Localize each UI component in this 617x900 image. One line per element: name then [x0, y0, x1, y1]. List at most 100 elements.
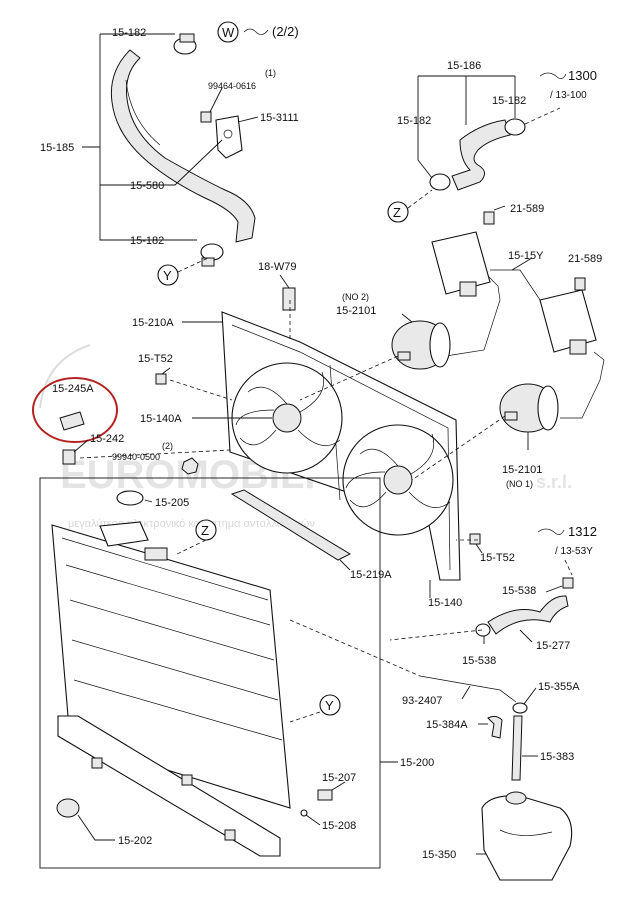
dash-1300	[524, 107, 561, 125]
dash-motor-no2	[299, 355, 399, 401]
dash-y-radiator	[289, 711, 321, 723]
label-15-182-b: 15-182	[130, 235, 164, 247]
ref-w-circle	[217, 21, 239, 43]
label-15-245a: 15-245A	[52, 383, 94, 395]
reservoir-cap	[505, 791, 527, 805]
label-no2: (NO 2)	[342, 292, 369, 302]
upper-radiator-hose	[110, 49, 256, 243]
label-15-2101-a: 15-2101	[336, 305, 376, 317]
radiator-outlet-pipe	[144, 547, 168, 561]
bolt-15-t52-b	[469, 533, 481, 545]
ref-1312-main: 1312	[568, 524, 597, 539]
radiator-group: Z Y 15-200 15-207 15-208 15-202	[39, 477, 434, 869]
ref-1300: 1300 / 13-100	[539, 68, 597, 101]
insulator-15-242	[62, 449, 76, 465]
lower-tank-tab-b	[181, 774, 193, 786]
label-15-207: 15-207	[322, 772, 356, 784]
leader-15-580	[100, 139, 223, 186]
watermark-arc	[39, 344, 91, 409]
bracket-bolt	[200, 111, 212, 123]
label-99464-note: (1)	[265, 68, 276, 78]
label-99464-0616: 99464-0616	[208, 81, 256, 91]
bracket-hole	[223, 129, 233, 139]
lower-tank-tab-a	[91, 757, 103, 769]
bolt-18-w79-group: 18-W79	[258, 261, 297, 311]
label-15-t52-a: 15-T52	[138, 353, 173, 365]
coolant-reservoir-15-350	[481, 795, 573, 881]
label-15-182-a: 15-182	[112, 27, 146, 39]
label-15-140a: 15-140A	[140, 413, 182, 425]
label-15-538-a: 15-538	[502, 585, 536, 597]
fan-motor-no1-face	[537, 385, 559, 431]
hose-15-383	[511, 715, 523, 781]
highlight-15-245a	[32, 377, 118, 443]
module-right-connector	[569, 339, 587, 355]
leader-15-355a	[523, 687, 537, 705]
label-99940-note: (2)	[162, 441, 173, 451]
clip-15-538-a	[562, 577, 574, 589]
lower-hose-clamp-left	[429, 173, 451, 191]
hose-clamp-bottom-screw	[201, 257, 215, 267]
label-15-t52-b: 15-T52	[480, 552, 515, 564]
ref-z-mark-top: Z	[393, 205, 401, 220]
seal-15-219a	[230, 489, 352, 561]
leader-93-2407	[461, 685, 471, 700]
leader-15-2101-a	[401, 313, 413, 323]
fan-control-module-right	[539, 289, 597, 353]
leader-15-242	[73, 439, 89, 453]
module-left-harness	[445, 275, 501, 357]
radiator-assembly-box	[39, 477, 381, 869]
label-15-3111: 15-3111	[260, 112, 299, 124]
screw-21-589-a	[483, 211, 495, 225]
bolt-18-w79	[282, 287, 296, 311]
dash-z-top	[407, 189, 433, 209]
label-15-2101-b: 15-2101	[502, 464, 542, 476]
label-18-w79: 18-W79	[258, 261, 297, 273]
leader-15-207	[331, 781, 346, 791]
seal-15-219a-group: 15-219A	[230, 489, 392, 581]
ref-1312-sub: / 13-53Y	[555, 546, 593, 557]
leader-15-277	[519, 629, 533, 643]
module-link-harness	[490, 269, 541, 301]
leader-18-w79	[279, 274, 290, 289]
radiator-cap-group: 15-205	[116, 490, 189, 509]
fan-motor-no2-shaft	[397, 351, 411, 361]
fan-shroud-group: 15-210A 15-140A	[132, 311, 461, 581]
dash-line-2	[169, 379, 233, 401]
watermark-suffix: s.r.l.	[536, 472, 572, 492]
leader-15-208	[305, 814, 321, 826]
leader-15-3111	[237, 116, 259, 123]
leader-15-219a	[339, 559, 351, 571]
label-15-186: 15-186	[447, 60, 481, 72]
ref-w-hose-icon	[243, 28, 269, 35]
leader-15-182-d	[417, 76, 433, 179]
ref-1312-hose-icon	[537, 528, 565, 535]
ref-1300-sub: / 13-100	[550, 90, 587, 101]
hose-clamp-top-screw	[179, 33, 195, 43]
label-15-182-d: 15-182	[397, 115, 431, 127]
ref-y-mark-radiator: Y	[325, 698, 334, 713]
ref-y-mark-top: Y	[163, 268, 172, 283]
upper-radiator-hose-group: Y 15-182 99464-0616 (1) 15-3111 15-185 1…	[40, 27, 299, 286]
label-no1: (NO 1)	[506, 479, 533, 489]
label-15-580: 15-580	[130, 180, 164, 192]
label-15-140: 15-140	[428, 597, 462, 609]
screw-21-589-b	[574, 277, 586, 291]
label-15-538-b: 15-538	[462, 655, 496, 667]
left-small-parts: 15-T52 15-245A 15-242 (2) 99940-0500	[32, 353, 199, 475]
module-left-connector	[459, 281, 477, 297]
insulator-15-202	[56, 798, 80, 818]
dash-y-top	[177, 257, 209, 273]
fan-right-blades	[345, 433, 451, 508]
label-15-277: 15-277	[536, 640, 570, 652]
label-15-200: 15-200	[400, 757, 434, 769]
fan-left-blades	[235, 371, 341, 446]
label-15-219a: 15-219A	[350, 569, 392, 581]
radiator-filler-neck	[99, 521, 149, 547]
label-93-2407: 93-2407	[402, 695, 442, 707]
clip-15-538-b	[475, 623, 491, 637]
reservoir-detail	[499, 829, 553, 836]
radiator-lower-tank	[57, 715, 281, 857]
assembly-dashed-lines	[79, 300, 483, 677]
fan-control-module-left	[431, 231, 491, 295]
